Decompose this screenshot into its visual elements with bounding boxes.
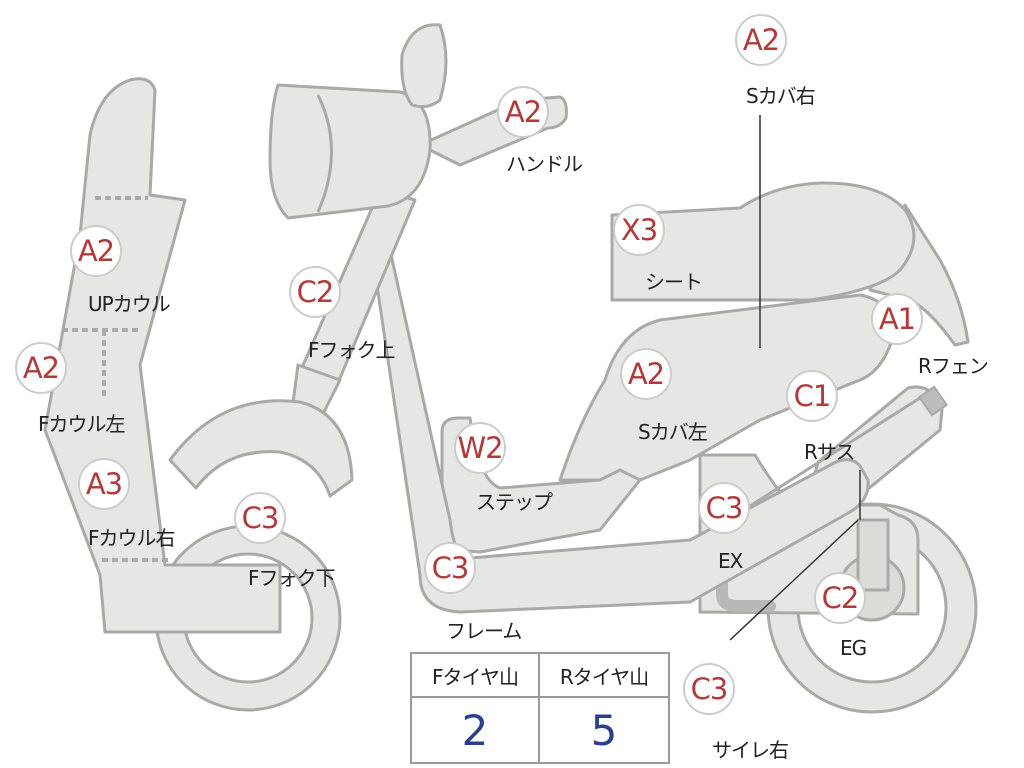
part-label-f-cowl-right: Fカウル右 [88, 526, 176, 550]
grade-badge-f-cowl-left: A2 [15, 342, 67, 394]
rear-tire-header: Rタイヤ山 [540, 654, 668, 698]
grade-badge-r-suspension: C1 [786, 370, 838, 422]
seat [610, 181, 916, 302]
rear-tire-value: 5 [590, 705, 618, 755]
grade-badge-step: W2 [454, 422, 506, 474]
part-label-s-cover-right: Sカバ右 [746, 84, 816, 108]
grade-badge-up-cowl: A2 [70, 225, 122, 277]
grade-badge-f-fork-upper: C2 [289, 266, 341, 318]
part-label-silencer-right: サイレ右 [712, 738, 789, 762]
part-label-f-cowl-left: Fカウル左 [38, 412, 126, 436]
grade-badge-seat: X3 [613, 204, 665, 256]
headlight-rim [316, 94, 333, 213]
grade-badge-r-fender: A1 [871, 293, 923, 345]
part-label-s-cover-left: Sカバ左 [638, 420, 708, 444]
exhaust-pipe [716, 569, 776, 612]
part-label-r-suspension: Rサス [804, 440, 855, 464]
part-label-r-fender: Rフェン [918, 354, 989, 378]
front-fender [168, 399, 354, 498]
part-label-step: ステップ [476, 490, 553, 514]
part-label-up-cowl: UPカウル [88, 292, 171, 316]
part-label-f-fork-upper: Fフォク上 [308, 338, 396, 362]
grade-badge-s-cover-right: A2 [735, 14, 787, 66]
front-tire-header: Fタイヤ山 [412, 654, 540, 698]
part-label-handle: ハンドル [506, 152, 583, 176]
tire-tread-table: Fタイヤ山 Rタイヤ山 2 5 [410, 652, 670, 764]
grade-badge-f-cowl-right: A3 [78, 458, 130, 510]
grade-badge-s-cover-left: A2 [620, 348, 672, 400]
grade-badge-f-fork-lower: C3 [234, 492, 286, 544]
part-label-seat: シート [645, 270, 703, 294]
part-label-frame: フレーム [446, 619, 522, 643]
grade-badge-exhaust: C3 [698, 482, 750, 534]
part-label-exhaust: EX [718, 549, 743, 573]
mirror [400, 23, 448, 109]
leader-line-silencer [729, 519, 859, 641]
part-label-engine: EG [840, 636, 867, 660]
grade-badge-frame: C3 [424, 542, 476, 594]
part-label-f-fork-lower: Fフォク下 [248, 566, 336, 590]
front-tire-value: 2 [412, 698, 540, 762]
grade-badge-handle: A2 [497, 86, 549, 138]
rear-suspension-rod [727, 396, 921, 522]
engine-mount [856, 518, 890, 592]
grade-badge-engine: C2 [814, 572, 866, 624]
handle-cover [268, 83, 432, 220]
grade-badge-silencer-right: C3 [683, 663, 735, 715]
silencer-cap [917, 385, 949, 417]
